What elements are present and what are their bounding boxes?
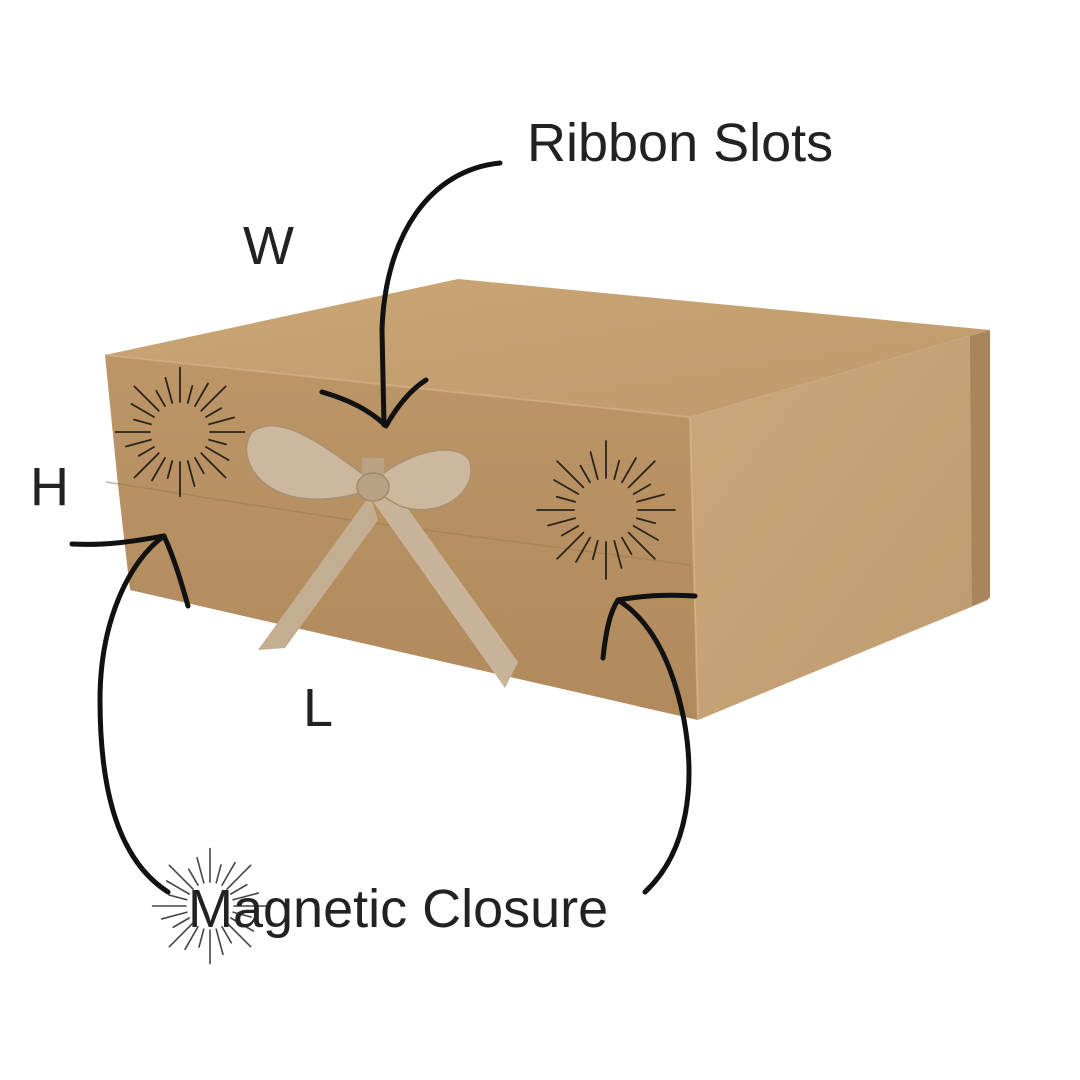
box-side-face bbox=[690, 330, 990, 720]
gift-box bbox=[104, 279, 990, 721]
lid-seam-line bbox=[105, 481, 691, 566]
magnetic-closure-label: Magnetic Closure bbox=[188, 879, 608, 939]
box-hinge-spine bbox=[970, 330, 990, 606]
length-label: L bbox=[303, 678, 333, 738]
sparkle-burst-icon bbox=[536, 440, 676, 580]
height-arrowhead bbox=[161, 533, 191, 609]
ribbon-slots-arrowhead bbox=[319, 377, 429, 429]
box-lid-top bbox=[105, 279, 990, 417]
ribbon-bow-icon bbox=[245, 425, 518, 688]
height-arrow bbox=[69, 533, 167, 547]
ribbon-slots-arrow bbox=[379, 160, 503, 428]
magnetic-closure-right-arrow bbox=[615, 597, 692, 895]
height-label: H bbox=[30, 457, 69, 517]
ribbon-slots-label: Ribbon Slots bbox=[527, 113, 833, 173]
magnetic-closure-left-arrow bbox=[97, 533, 171, 895]
sparkle-burst-icon bbox=[114, 366, 246, 498]
sparkle-burst-icon bbox=[151, 847, 269, 965]
magnetic-closure-right-arrowhead bbox=[600, 592, 698, 661]
width-label: W bbox=[243, 216, 294, 276]
